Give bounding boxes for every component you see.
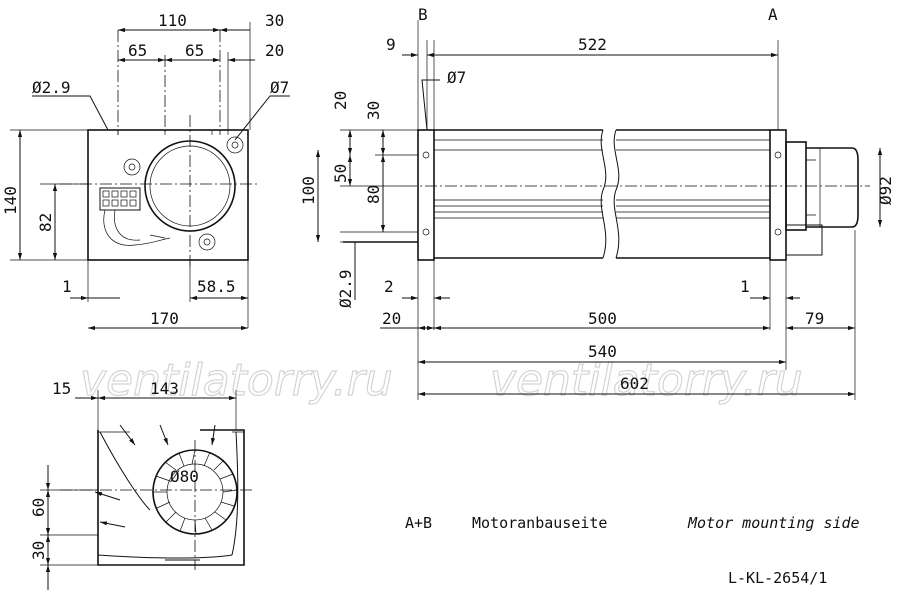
dim-section-143: 143	[150, 379, 179, 398]
dim-front-110: 110	[158, 11, 187, 30]
section-view: 15 143 Ø80 60 30	[29, 379, 255, 590]
dim-side-602: 602	[620, 374, 649, 393]
motor-ring	[144, 140, 236, 232]
dim-front-1: 1	[62, 277, 72, 296]
dim-front-30: 30	[265, 11, 284, 30]
terminal-block	[99, 187, 141, 211]
end-plate-b	[417, 129, 435, 261]
dim-side-80: 80	[364, 185, 383, 204]
dim-side-30: 30	[364, 101, 383, 120]
side-view: B A	[299, 5, 895, 400]
section-housing	[97, 429, 245, 566]
dim-section-60: 60	[29, 498, 48, 517]
motor-terminal	[785, 224, 823, 256]
dim-section-30: 30	[29, 541, 48, 560]
dim-side-20: 20	[331, 91, 350, 110]
dim-section-15: 15	[52, 379, 71, 398]
dim-side-522: 522	[578, 35, 607, 54]
section-label-a: A	[768, 5, 778, 24]
dim-side-2: 2	[384, 277, 394, 296]
dim-side-79: 79	[805, 309, 824, 328]
mount-hole-bottom	[198, 233, 216, 251]
dim-front-140: 140	[1, 186, 20, 215]
dim-side-dia-2-9: Ø2.9	[336, 269, 355, 308]
dim-front-170: 170	[150, 309, 179, 328]
motor-body	[806, 147, 859, 228]
dim-side-dia-7: Ø7	[447, 68, 466, 87]
section-label-b: B	[418, 5, 428, 24]
motor-flange	[785, 141, 807, 231]
dim-front-82: 82	[36, 213, 55, 232]
mount-hole-top-right	[226, 136, 244, 154]
drawing-number: L-KL-2654/1	[728, 569, 827, 587]
dim-side-dia-92: Ø92	[876, 176, 895, 205]
dim-front-20: 20	[265, 41, 284, 60]
dim-front-dia-7: Ø7	[270, 78, 289, 97]
legend-german: Motoranbauseite	[472, 514, 607, 532]
mount-hole-left	[123, 158, 141, 176]
dim-front-dia-2-9: Ø2.9	[32, 78, 71, 97]
dim-front-58-5: 58.5	[197, 277, 236, 296]
legend: A+B Motoranbauseite Motor mounting side	[405, 514, 860, 532]
dim-side-100: 100	[299, 176, 318, 205]
dim-side-50: 50	[331, 164, 350, 183]
dim-side-20b: 20	[382, 309, 401, 328]
end-plate-a	[769, 129, 787, 261]
housing-body-right	[616, 129, 770, 259]
dim-front-65a: 65	[128, 41, 147, 60]
dim-side-1: 1	[740, 277, 750, 296]
housing-body-left	[434, 129, 603, 259]
dim-side-9: 9	[386, 35, 396, 54]
dim-front-65b: 65	[185, 41, 204, 60]
legend-english: Motor mounting side	[687, 514, 860, 532]
front-view: 110 30 65 65 20 Ø2.9 Ø7 140 82 1 58.5 17…	[1, 11, 290, 331]
legend-code: A+B	[405, 514, 432, 532]
dim-section-dia-80: Ø80	[170, 467, 199, 486]
dim-side-540: 540	[588, 342, 617, 361]
dim-side-500: 500	[588, 309, 617, 328]
